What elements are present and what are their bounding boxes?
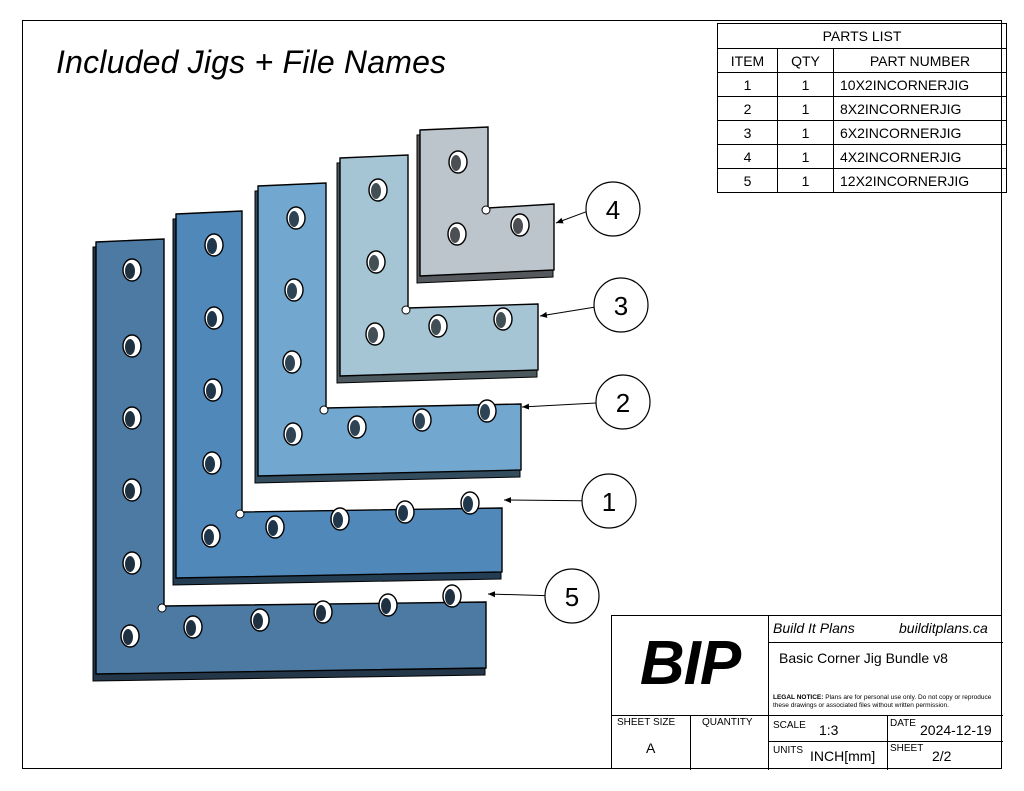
scale-label: SCALE	[773, 720, 806, 731]
balloon-number: 4	[606, 195, 620, 225]
jig-hole-shadow	[368, 327, 378, 343]
sheet-label: SHEET	[890, 743, 924, 754]
jig-hole-shadow	[445, 589, 455, 605]
jig-hole-shadow	[431, 319, 441, 335]
jig-hole-shadow	[463, 496, 473, 512]
jig-hole-shadow	[125, 263, 135, 279]
jig-part-5	[92, 238, 487, 682]
balloon-callout-4: 4	[555, 181, 641, 237]
jig-hole-shadow	[207, 311, 217, 327]
jig-hole-shadow	[316, 605, 326, 621]
table-row: 1 1 10X2INCORNERJIG	[717, 72, 1007, 97]
jig-hole-shadow	[451, 155, 461, 171]
balloon-circle	[544, 568, 600, 624]
table-row: 5 1 12X2INCORNERJIG	[717, 168, 1007, 193]
jig-hole-shadow	[286, 427, 296, 443]
scale-value: 1:3	[819, 722, 839, 738]
part-number-cell: 12X2INCORNERJIG	[833, 168, 1007, 193]
qty-cell: 1	[777, 144, 834, 169]
jig-hole-shadow	[450, 227, 460, 243]
leader-line	[487, 591, 546, 598]
jig-hole-shadow	[369, 255, 379, 271]
item-cell: 4	[717, 144, 778, 169]
title-block: BIP Build It Plans builditplans.ca Basic…	[611, 615, 1003, 770]
item-cell: 5	[717, 168, 778, 193]
balloon-circle	[581, 473, 637, 529]
jig-hole-shadow	[371, 183, 381, 199]
date-label: DATE	[890, 718, 916, 729]
jig-hole-shadow	[125, 556, 135, 572]
leader-line	[521, 402, 597, 410]
balloon-number: 3	[614, 291, 628, 321]
company-name: Build It Plans	[773, 620, 855, 636]
jig-hole-shadow	[285, 355, 295, 371]
jig-hole-shadow	[496, 312, 506, 328]
leader-line	[555, 211, 587, 224]
table-row: 4 1 4X2INCORNERJIG	[717, 144, 1007, 169]
jig-hole-shadow	[480, 404, 490, 420]
jig-hole-shadow	[381, 598, 391, 614]
jig-hole-shadow	[287, 283, 297, 299]
part-number-cell: 8X2INCORNERJIG	[833, 96, 1007, 121]
sheet-size-value: A	[646, 740, 656, 756]
jig-hole-shadow	[125, 483, 135, 499]
jig-part-1	[172, 210, 503, 586]
jig-hole-shadow	[125, 411, 135, 427]
jig-hole-shadow	[207, 238, 217, 254]
legal-notice: LEGAL NOTICE: Plans are for personal use…	[773, 694, 999, 710]
balloon-circle	[593, 277, 649, 333]
jig-hole-shadow	[333, 512, 343, 528]
table-row: 2 1 8X2INCORNERJIG	[717, 96, 1007, 121]
part-number-cell: 10X2INCORNERJIG	[833, 72, 1007, 97]
legal-notice-text: Plans are for personal use only. Do not …	[773, 694, 992, 709]
company-website: builditplans.ca	[899, 620, 988, 636]
quantity-label: QUANTITY	[702, 717, 753, 728]
leader-line	[539, 306, 595, 318]
bip-logo: BIP	[639, 629, 741, 698]
balloon-callout-1: 1	[503, 473, 637, 529]
legal-notice-label: LEGAL NOTICE:	[773, 694, 824, 701]
drawing-title: Basic Corner Jig Bundle v8	[779, 650, 948, 666]
jig-hole-shadow	[415, 413, 425, 429]
jig-hole-shadow	[289, 211, 299, 227]
jig-hole-shadow	[125, 339, 135, 355]
balloon-number: 2	[616, 388, 630, 418]
sheet-size-label: SHEET SIZE	[617, 717, 676, 728]
balloon-callout-3: 3	[539, 277, 649, 333]
jig-hole-shadow	[398, 505, 408, 521]
balloon-number: 1	[602, 487, 616, 517]
jig-hole-shadow	[205, 456, 215, 472]
column-header-qty: QTY	[777, 48, 834, 73]
jig-hole-shadow	[513, 218, 523, 234]
units-label: UNITS	[773, 745, 803, 756]
jig-hole-shadow	[204, 529, 214, 545]
balloon-number: 5	[565, 582, 579, 612]
jig-hole-shadow	[206, 383, 216, 399]
balloon-circle	[595, 374, 651, 430]
leader-line	[503, 497, 583, 504]
parts-list-table: PARTS LIST ITEM QTY PART NUMBER 1 1 10X2…	[717, 23, 1007, 193]
jig-hole-shadow	[253, 613, 263, 629]
date-value: 2024-12-19	[920, 722, 992, 738]
balloon-callout-5: 5	[487, 568, 600, 624]
jig-hole-shadow	[350, 420, 360, 436]
jig-part-3	[336, 154, 539, 384]
jig-hole-shadow	[268, 520, 278, 536]
jig-part-2	[254, 182, 522, 484]
item-cell: 2	[717, 96, 778, 121]
part-number-cell: 6X2INCORNERJIG	[833, 120, 1007, 145]
page-title: Included Jigs + File Names	[56, 44, 447, 80]
part-number-cell: 4X2INCORNERJIG	[833, 144, 1007, 169]
drawing-border	[22, 20, 1002, 769]
sheet-value: 2/2	[932, 748, 952, 764]
jig-hole-shadow	[186, 620, 196, 636]
balloon-circle	[585, 181, 641, 237]
table-row: 3 1 6X2INCORNERJIG	[717, 120, 1007, 145]
jig-part-4	[416, 126, 555, 284]
balloon-callout-2: 2	[521, 374, 651, 430]
jig-hole-shadow	[123, 629, 133, 645]
units-value: INCH[mm]	[810, 748, 876, 764]
